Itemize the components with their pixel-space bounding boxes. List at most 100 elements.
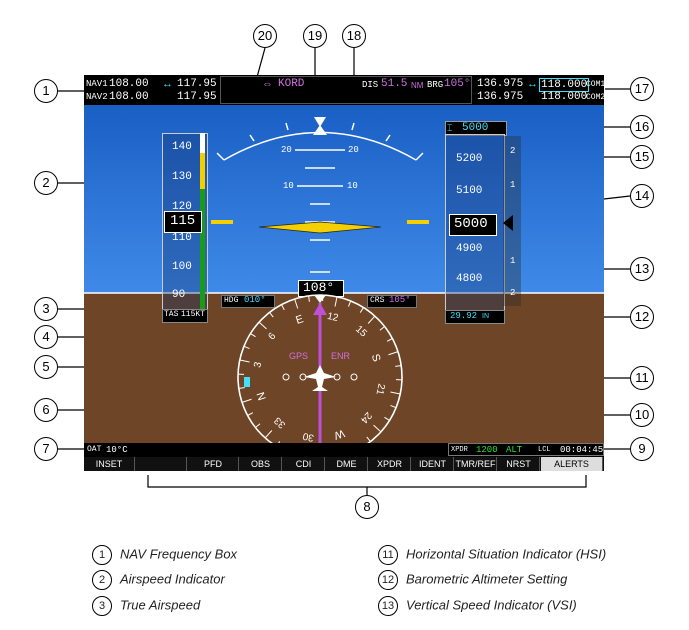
com1-standby-freq[interactable]: 136.975 <box>477 78 524 90</box>
pitch-label: 20 <box>281 145 292 155</box>
com1-label: COM1 <box>586 80 604 89</box>
baro-setting-value: 29.92 <box>450 311 478 321</box>
nav1-label: NAV1 <box>86 79 108 89</box>
softkey-inset[interactable]: INSET <box>84 457 135 471</box>
hdg-box <box>221 295 275 308</box>
compass-tick <box>269 312 274 318</box>
compass-tick <box>359 307 364 313</box>
softkey-nrst[interactable]: NRST <box>498 457 540 471</box>
tas-box <box>162 309 208 323</box>
selected-altitude[interactable]: 5000 <box>462 122 489 134</box>
active-waypoint: KORD <box>278 78 305 90</box>
vsi-tick: 1 <box>510 180 516 190</box>
status-strip <box>84 443 604 457</box>
callout-15: 15 <box>630 145 654 169</box>
airspeed-tick: 90 <box>172 289 186 301</box>
callout-8: 8 <box>355 495 379 519</box>
compass-tick <box>238 387 245 389</box>
nav1-swap-arrow: ↔ <box>162 78 173 90</box>
compass-tick <box>281 304 285 311</box>
crs-box <box>367 295 417 308</box>
softkey-ident[interactable]: IDENT <box>412 457 454 471</box>
callout-12: 12 <box>630 305 654 329</box>
callout-16: 16 <box>630 115 654 139</box>
callout-3: 3 <box>34 297 58 321</box>
xpdr-mode: ALT <box>506 445 523 455</box>
com-swap-arrow: ↔ <box>527 78 538 90</box>
xpdr-box <box>448 443 604 456</box>
softkey-alerts[interactable]: ALERTS <box>541 457 603 471</box>
baro-setting-unit: IN <box>482 313 489 320</box>
softkey-cdi[interactable]: CDI <box>283 457 325 471</box>
altitude-tick: 4800 <box>456 273 483 285</box>
hsi-compass-rose <box>237 294 403 460</box>
compass-tick <box>255 423 261 428</box>
callout-10: 10 <box>630 403 654 427</box>
nav2-active-freq[interactable]: 108.00 <box>109 91 149 103</box>
current-altitude: 5000 <box>454 216 488 232</box>
compass-tick <box>348 300 352 307</box>
dis-label: DIS <box>362 80 379 90</box>
dis-value: 51.5 <box>381 78 408 90</box>
compass-tick <box>258 321 267 330</box>
softkey-tmr-ref[interactable]: TMR/REF <box>455 457 497 471</box>
compass-tick <box>243 345 250 349</box>
xpdr-label: XPDR <box>451 446 468 454</box>
waypoint-icon: ⇔ <box>262 78 273 90</box>
compass-tick <box>390 391 401 395</box>
nav2-standby-freq[interactable]: 117.95 <box>177 91 217 103</box>
softkey-dme[interactable]: DME <box>326 457 368 471</box>
com2-label: COM2 <box>586 93 604 102</box>
com2-active-freq[interactable]: 118.000 <box>541 91 588 103</box>
airspeed-yellow-band <box>200 153 205 189</box>
current-heading: 108° <box>303 280 335 295</box>
pitch-label: 20 <box>348 145 359 155</box>
hdg-value[interactable]: 010° <box>244 295 266 305</box>
navigation-status-box <box>220 76 472 104</box>
pfd-screen: NAV1 108.00 ↔ 117.95 NAV2 108.00 117.95 … <box>84 75 604 471</box>
brg-value: 105° <box>444 78 471 90</box>
compass-tick <box>388 351 399 356</box>
airspeed-green-band <box>200 189 205 309</box>
softkey-obs[interactable]: OBS <box>240 457 282 471</box>
altitude-tick: 5100 <box>456 185 483 197</box>
tas-value: 115KT <box>181 310 206 319</box>
nav1-standby-freq[interactable]: 117.95 <box>177 78 217 90</box>
com2-standby-freq[interactable]: 136.975 <box>477 91 524 103</box>
compass-tick <box>390 405 397 409</box>
lcl-label: LCL <box>538 446 551 454</box>
compass-label: 30 <box>301 429 315 443</box>
compass-tick <box>366 436 371 442</box>
compass-tick <box>294 298 299 309</box>
compass-tick <box>250 333 256 338</box>
compass-tick <box>241 398 252 403</box>
airspeed-pointer-box <box>164 211 202 233</box>
softkey-blank[interactable] <box>136 457 187 471</box>
compass-tick <box>384 416 390 421</box>
callout-5: 5 <box>34 355 58 379</box>
callout-18: 18 <box>342 24 366 48</box>
callout-6: 6 <box>34 398 58 422</box>
callout-4: 4 <box>34 325 58 349</box>
airspeed-tick: 140 <box>172 141 192 153</box>
compass-tick <box>386 338 393 342</box>
callout-2: 2 <box>34 171 58 195</box>
crs-value[interactable]: 105° <box>389 295 411 305</box>
callout-1: 1 <box>34 79 58 103</box>
softkey-xpdr[interactable]: XPDR <box>369 457 411 471</box>
baro-setting-box[interactable] <box>445 310 505 324</box>
vsi-pointer <box>503 215 513 231</box>
callout-14: 14 <box>630 184 654 208</box>
com1-active-freq[interactable]: 118.000 <box>539 78 590 92</box>
tas-label: TAS <box>164 310 179 319</box>
vsi-tick: 2 <box>510 146 516 156</box>
compass-tick <box>379 326 385 331</box>
top-bar: NAV1 108.00 ↔ 117.95 NAV2 108.00 117.95 … <box>84 75 604 105</box>
nav1-active-freq[interactable]: 108.00 <box>109 78 149 90</box>
softkey-pfd[interactable]: PFD <box>188 457 239 471</box>
